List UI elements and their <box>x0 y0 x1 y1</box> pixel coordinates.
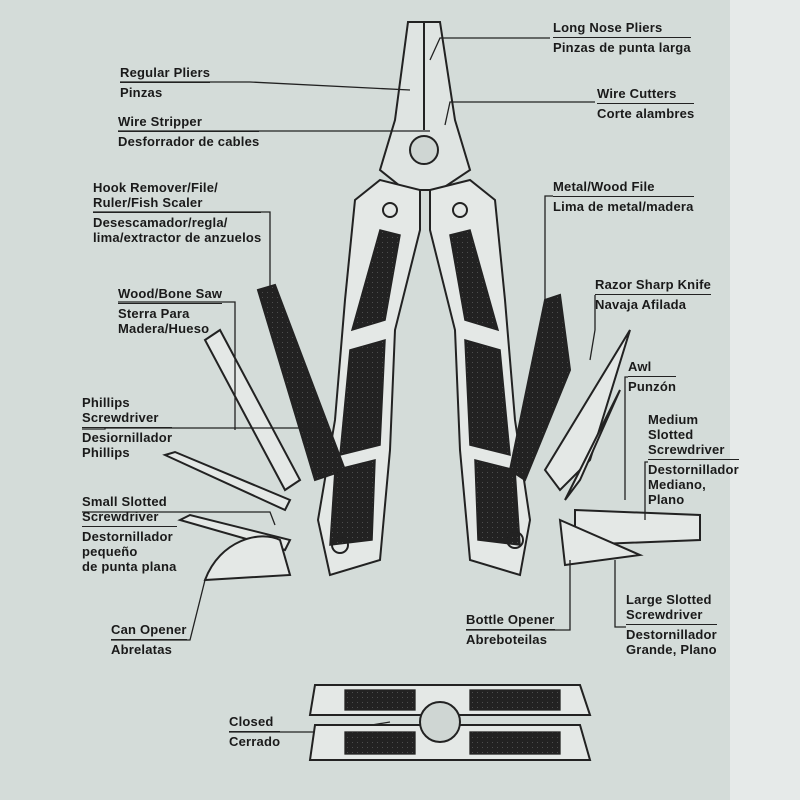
label-es: Grande, Plano <box>626 642 717 657</box>
label-es: Desforrador de cables <box>118 134 260 149</box>
label-en: Awl <box>628 359 677 377</box>
label-en: Closed <box>229 714 281 732</box>
label-es: Destornillador <box>82 529 173 544</box>
right-handle <box>429 178 532 577</box>
label-en: Screwdriver <box>82 509 177 527</box>
label-en: Metal/Wood File <box>553 179 694 197</box>
closed-tool <box>308 684 592 761</box>
label-es: Desescamador/regla/ <box>93 215 228 230</box>
label-es: Lima de metal/madera <box>553 199 694 214</box>
label-en: Screwdriver <box>82 410 173 428</box>
label-en: Phillips <box>82 395 130 410</box>
label-es: Abrelatas <box>111 642 173 657</box>
label-es: Destornillador <box>648 462 739 477</box>
label-en: Ruler/Fish Scaler <box>93 195 262 213</box>
label-en: Screwdriver <box>648 442 739 460</box>
label-es: Sterra Para <box>118 306 190 321</box>
page-edge <box>730 0 800 800</box>
label-en: Small Slotted <box>82 494 167 509</box>
label-en: Wire Stripper <box>118 114 260 132</box>
label-es: Corte alambres <box>597 106 695 121</box>
label-en: Long Nose Pliers <box>553 20 691 38</box>
label-es: lima/extractor de anzuelos <box>93 230 262 245</box>
left-handle <box>316 178 421 577</box>
label-es: Punzón <box>628 379 677 394</box>
label-es: Phillips <box>82 445 130 460</box>
label-es: Abreboteilas <box>466 632 548 647</box>
label-es: Plano <box>648 492 685 507</box>
label-es: Pinzas <box>120 85 163 100</box>
label-es: Desiornillador <box>82 430 173 445</box>
label-en: Razor Sharp Knife <box>595 277 712 295</box>
label-es: Cerrado <box>229 734 281 749</box>
label-en: Large Slotted <box>626 592 712 607</box>
left-tools <box>162 283 347 582</box>
label-en: Bottle Opener <box>466 612 555 630</box>
label-en: Regular Pliers <box>120 65 211 83</box>
label-en: Medium <box>648 412 699 427</box>
pliers-jaws <box>378 21 472 191</box>
label-es: Mediano, <box>648 477 706 492</box>
label-es: de punta plana <box>82 559 177 574</box>
label-es: pequeño <box>82 544 138 559</box>
label-es: Destornillador <box>626 627 717 642</box>
label-en: Wood/Bone Saw <box>118 286 223 304</box>
label-en: Can Opener <box>111 622 187 640</box>
label-en: Hook Remover/File/ <box>93 180 218 195</box>
label-en: Slotted <box>648 427 694 442</box>
right-tools <box>508 293 701 567</box>
label-es: Pinzas de punta larga <box>553 40 691 55</box>
label-en: Screwdriver <box>626 607 717 625</box>
label-es: Navaja Afilada <box>595 297 687 312</box>
label-en: Wire Cutters <box>597 86 695 104</box>
label-es: Madera/Hueso <box>118 321 210 336</box>
